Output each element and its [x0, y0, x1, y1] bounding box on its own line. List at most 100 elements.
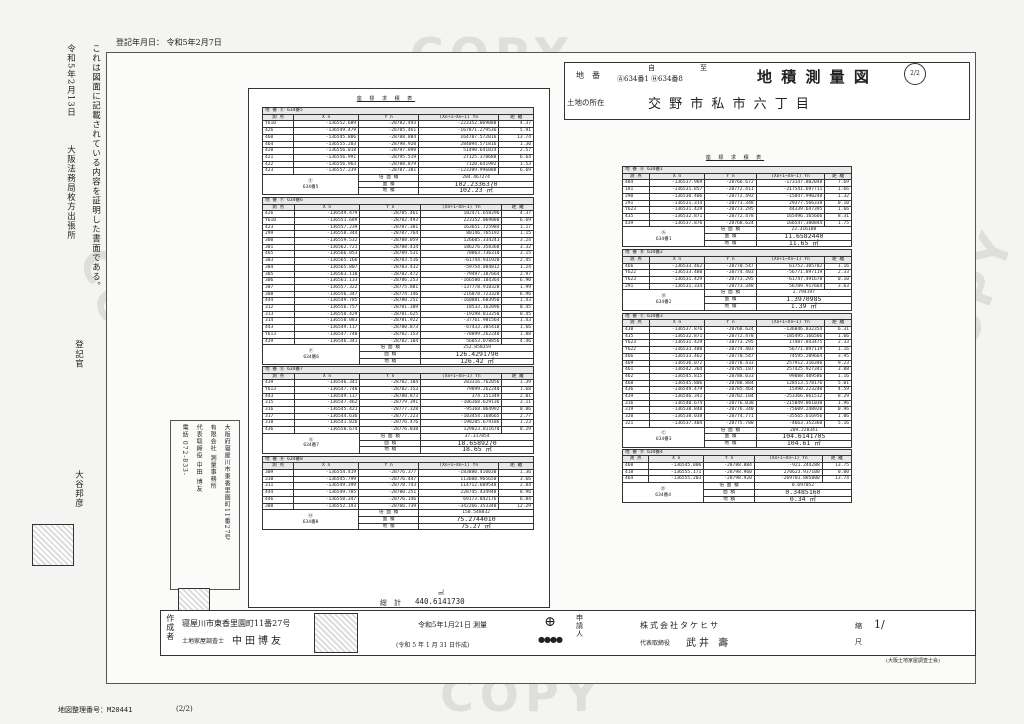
- table-cell: -160881.603950: [420, 297, 503, 306]
- table-cell: -28788.879: [358, 160, 420, 169]
- scale-value: 1/: [874, 618, 885, 631]
- company-name: 株式会社タケヒサ: [640, 621, 720, 630]
- area-label: 面 積: [359, 439, 422, 448]
- total-value: 440.6141730: [415, 597, 465, 606]
- table-cell: -28785.461: [359, 210, 422, 218]
- area-label: 地 積: [359, 446, 422, 454]
- parcel-number: 634番1: [655, 236, 672, 242]
- table-title: 地 番 Ⓖ 634番7: [262, 365, 534, 374]
- table-cell: 5.91: [498, 127, 534, 135]
- table-cell: 164787.572016: [418, 133, 500, 142]
- table-cell: 7120.641992: [418, 160, 500, 169]
- table-cell: -136561.133: [293, 277, 361, 285]
- table-cell: 4.59: [824, 386, 852, 395]
- table-cell: 3.11: [501, 399, 534, 407]
- table-cell: -28776.447: [358, 475, 420, 484]
- to-label: 至: [700, 64, 707, 72]
- table-cell: 9.23: [824, 359, 852, 368]
- table-cell: -921.244288: [753, 462, 823, 470]
- table-cell: -136549.117: [293, 392, 361, 401]
- table-cell: 374.151349: [420, 392, 503, 401]
- parcel-mark: Ⓔ: [308, 178, 313, 184]
- table-cell: 436: [622, 386, 650, 395]
- table-cell: 426: [262, 210, 295, 218]
- area-label: 地 積: [359, 357, 422, 366]
- table-cell: 462: [622, 372, 650, 381]
- table-cell: -136547.462: [293, 399, 361, 407]
- column-header: 測 点: [621, 455, 650, 463]
- column-header: 測 点: [262, 372, 295, 381]
- area-label: 面 積: [704, 296, 757, 304]
- column-header: (Xn+1−Xn−1) Yn: [753, 455, 823, 463]
- table-cell: 13.75: [821, 462, 853, 470]
- table-cell: 435: [622, 332, 650, 341]
- table-cell: -79497.187664: [420, 270, 503, 279]
- table-cell: -28788.434: [359, 243, 422, 252]
- table-cell: -35565.616956: [755, 413, 826, 421]
- column-header: 距 離: [498, 462, 534, 470]
- applicant-label: 申請人: [575, 614, 584, 638]
- area-value: 1.39 ㎡: [755, 303, 853, 311]
- table-cell: -28773.295: [704, 206, 757, 214]
- table-cell: -28782.104: [359, 379, 422, 387]
- table-cell: -136547.740: [293, 330, 361, 339]
- table-cell: -28798.920: [358, 140, 420, 149]
- table-cell: -28787.764: [359, 230, 422, 238]
- table-cell: 56709.917664: [755, 282, 826, 291]
- table-cell: -136550.347: [293, 495, 360, 504]
- table-cell: 3.66: [498, 475, 534, 484]
- area-value: 126.42 ㎡: [420, 358, 534, 366]
- table-cell: 163651.725984: [420, 223, 503, 232]
- table-title: 地 番 Ⓓ 634番4: [622, 448, 852, 457]
- table-cell: 1.16: [824, 346, 852, 354]
- table-cell: 15490.223240: [755, 386, 826, 395]
- table-cell: Y623: [622, 276, 650, 284]
- table-cell: 2.33: [824, 269, 852, 277]
- survey-date: 令和5年1月21日 測量: [418, 621, 488, 629]
- table-cell: 315: [262, 399, 295, 407]
- table-cell: -28788.059: [359, 237, 422, 245]
- bottom-row: [160, 610, 976, 656]
- area-label: 面 積: [358, 515, 420, 524]
- table-cell: 1.88: [501, 330, 534, 339]
- table-cell: 1.06: [824, 413, 852, 421]
- table-cell: -136531.334: [648, 282, 706, 291]
- column-header: 測 点: [261, 462, 295, 470]
- area-label: 倍 面 積: [703, 482, 755, 490]
- column-header: 距 離: [824, 172, 852, 181]
- table-cell: -136545.806: [648, 462, 705, 470]
- table-cell: -28780.873: [359, 392, 422, 401]
- survey-title: 地 積 測 量 図: [757, 68, 871, 86]
- table-cell: -28788.884: [358, 133, 420, 142]
- footer-page: (2/2): [176, 705, 193, 713]
- column-header: (Xn+1−Xn−1) Yn: [755, 319, 826, 327]
- table-cell: 69173.042176: [418, 495, 500, 504]
- area-label: 倍 面 積: [704, 226, 757, 235]
- table-cell: 319: [622, 406, 650, 415]
- stamp-line: 大阪府寝屋川市東香里園町11番27号: [223, 424, 231, 542]
- table-cell: -28775.780: [704, 419, 757, 428]
- table-cell: 3.88: [824, 366, 852, 374]
- table-cell: -136549.785: [293, 297, 361, 306]
- table-cell: 1.66: [824, 206, 852, 214]
- column-header: Y n: [704, 319, 757, 327]
- table-cell: -136557.322: [293, 283, 361, 292]
- table-cell: -136537.969: [648, 179, 706, 188]
